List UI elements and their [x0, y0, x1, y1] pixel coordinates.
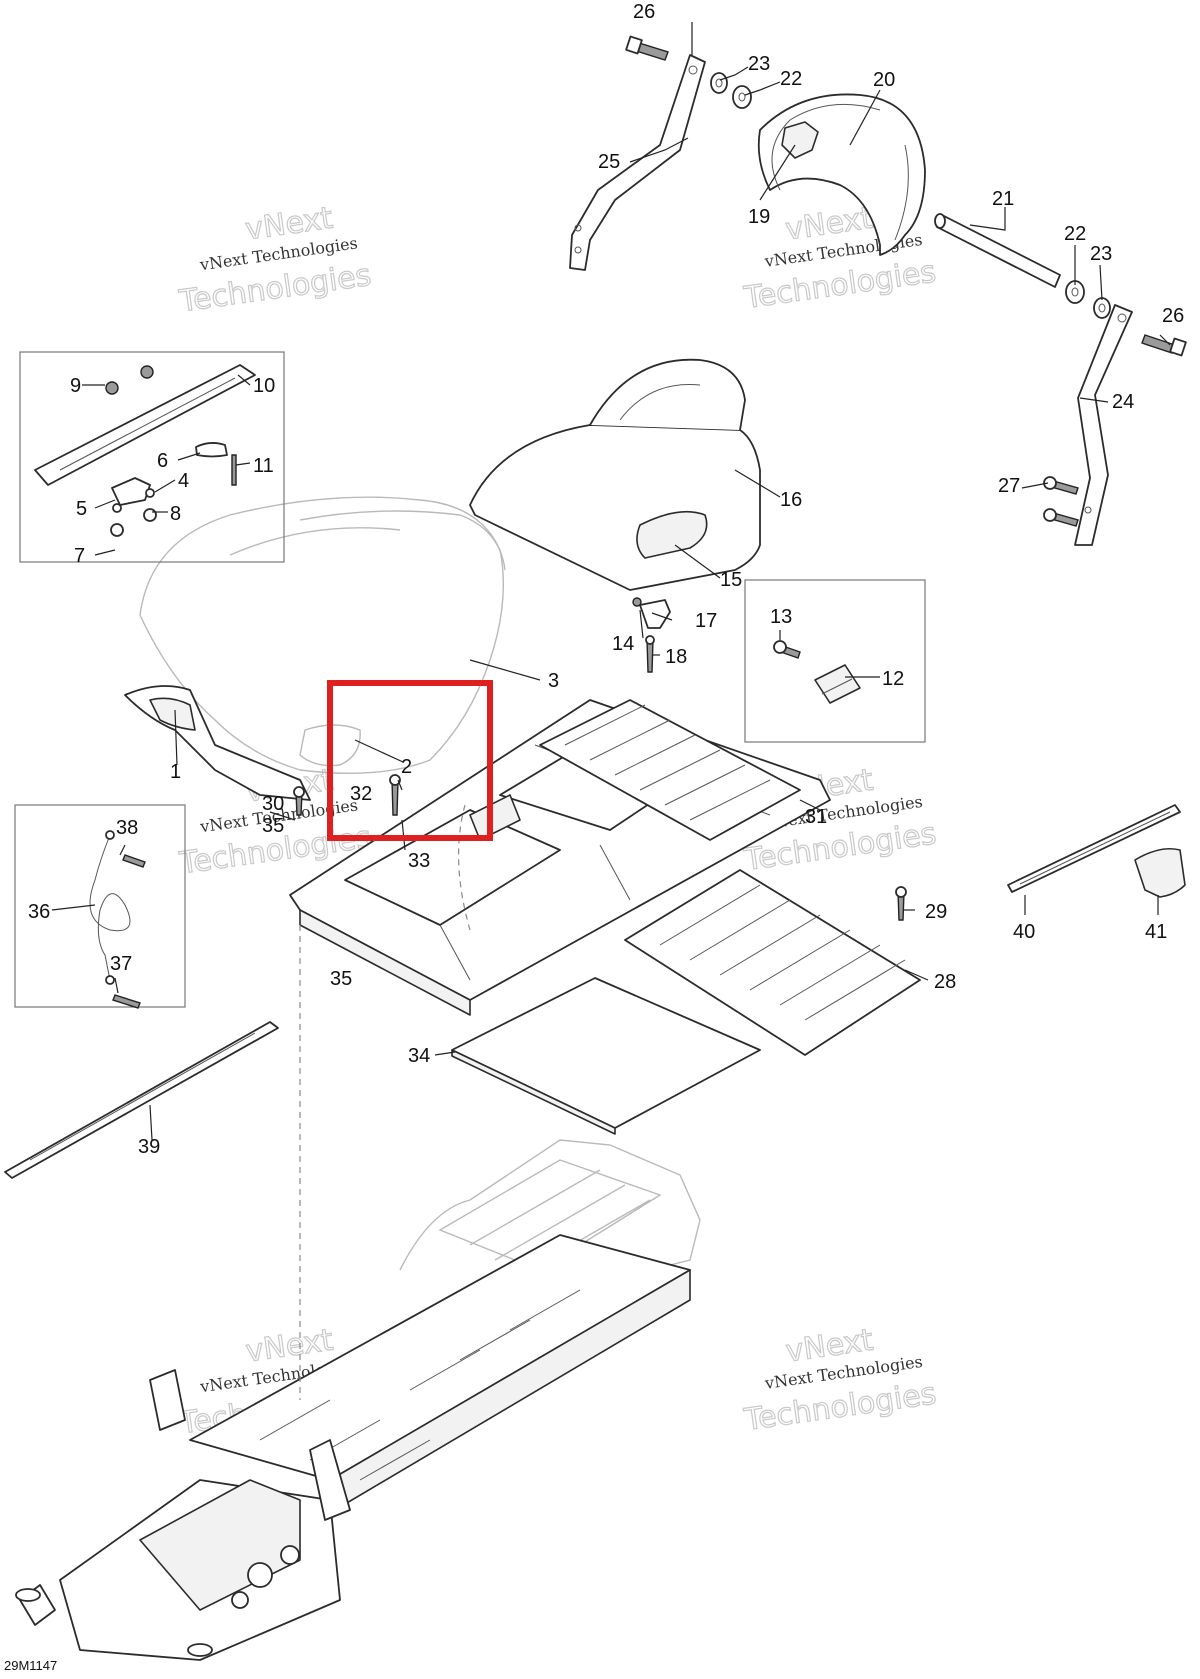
inset-box-hardware — [19, 351, 285, 563]
callout-31: 31 — [805, 806, 827, 828]
screw-29 — [895, 886, 907, 921]
callout-23-right: 23 — [1090, 243, 1112, 265]
backrest-pad — [757, 93, 926, 256]
callout-11: 11 — [253, 455, 274, 477]
callout-41: 41 — [1145, 921, 1167, 943]
highlight-box — [327, 680, 493, 841]
callout-17: 17 — [695, 610, 717, 632]
callout-33: 33 — [408, 850, 430, 872]
callout-20: 20 — [873, 69, 895, 91]
diagram-code: 29M1147 — [4, 1658, 57, 1673]
callout-21: 21 — [992, 188, 1014, 210]
fastener-32 — [389, 774, 401, 816]
strap-39 — [4, 1021, 279, 1179]
callout-labels: 26 23 22 20 25 19 21 22 23 26 24 27 16 1… — [28, 1, 1184, 1158]
callout-13: 13 — [770, 606, 792, 628]
callout-29: 29 — [925, 901, 947, 923]
leader-lines — [51, 22, 1171, 1141]
bumper-41 — [1134, 847, 1186, 898]
foam-pad — [451, 977, 761, 1135]
callout-1: 1 — [170, 761, 181, 783]
rear-seat-hinge-17 — [632, 597, 671, 629]
callout-10: 10 — [253, 375, 275, 397]
callout-24: 24 — [1112, 391, 1134, 413]
callout-35: 35 — [330, 968, 352, 990]
watermark-bottom-right: vNext vNext Technologies Technologies — [741, 1322, 939, 1439]
alignment-line-2 — [457, 804, 471, 931]
front-seat — [124, 496, 506, 801]
callout-40: 40 — [1013, 921, 1035, 943]
callout-34: 34 — [408, 1045, 430, 1067]
rivet-18 — [645, 635, 655, 673]
callout-32: 32 — [350, 783, 372, 805]
callout-8: 8 — [170, 503, 181, 525]
inset-box-hinge — [744, 579, 926, 743]
callout-7: 7 — [74, 545, 85, 567]
rear-seat — [469, 358, 761, 591]
fastener-30 — [293, 786, 305, 816]
callout-38: 38 — [116, 817, 138, 839]
callout-22-right: 22 — [1064, 223, 1086, 245]
watermark-top-left: vNext vNext Technologies Technologies — [176, 200, 374, 320]
callout-15: 15 — [720, 569, 742, 591]
callout-36: 36 — [28, 901, 50, 923]
floor-panel — [624, 869, 921, 1056]
rack-grid — [539, 699, 801, 841]
callout-26-top: 26 — [633, 1, 655, 23]
strip-40 — [1007, 804, 1181, 893]
washer-23-right — [1093, 297, 1111, 319]
callout-3: 3 — [548, 670, 559, 692]
washer-22-top — [732, 85, 752, 109]
inset-box-cable — [14, 804, 186, 1009]
callout-2: 2 — [401, 756, 412, 778]
bolt-26-right — [1141, 334, 1187, 357]
callout-39: 39 — [138, 1136, 160, 1158]
callout-19: 19 — [748, 206, 770, 228]
backrest-rod — [934, 213, 1061, 288]
callout-5: 5 — [76, 498, 87, 520]
callout-12: 12 — [882, 668, 904, 690]
callout-4: 4 — [178, 470, 189, 492]
callout-22-top: 22 — [780, 68, 802, 90]
callout-37: 37 — [110, 953, 132, 975]
callout-28: 28 — [934, 971, 956, 993]
bolt-26-top — [625, 35, 669, 61]
callout-26-right: 26 — [1162, 305, 1184, 327]
backrest-bracket-right — [1074, 304, 1133, 546]
washer-23-top — [710, 72, 728, 94]
callout-16: 16 — [780, 489, 802, 511]
chassis-frame — [15, 1139, 701, 1661]
callout-18: 18 — [665, 646, 687, 668]
callout-35-small: 35 — [262, 815, 284, 837]
callout-30: 30 — [262, 793, 284, 815]
bolts-27 — [1043, 476, 1079, 527]
callout-14: 14 — [612, 633, 634, 655]
callout-27: 27 — [998, 475, 1020, 497]
callout-25: 25 — [598, 151, 620, 173]
callout-6: 6 — [157, 450, 168, 472]
backrest-bracket-left — [569, 54, 706, 271]
callout-9: 9 — [70, 375, 81, 397]
callout-23-top: 23 — [748, 53, 770, 75]
